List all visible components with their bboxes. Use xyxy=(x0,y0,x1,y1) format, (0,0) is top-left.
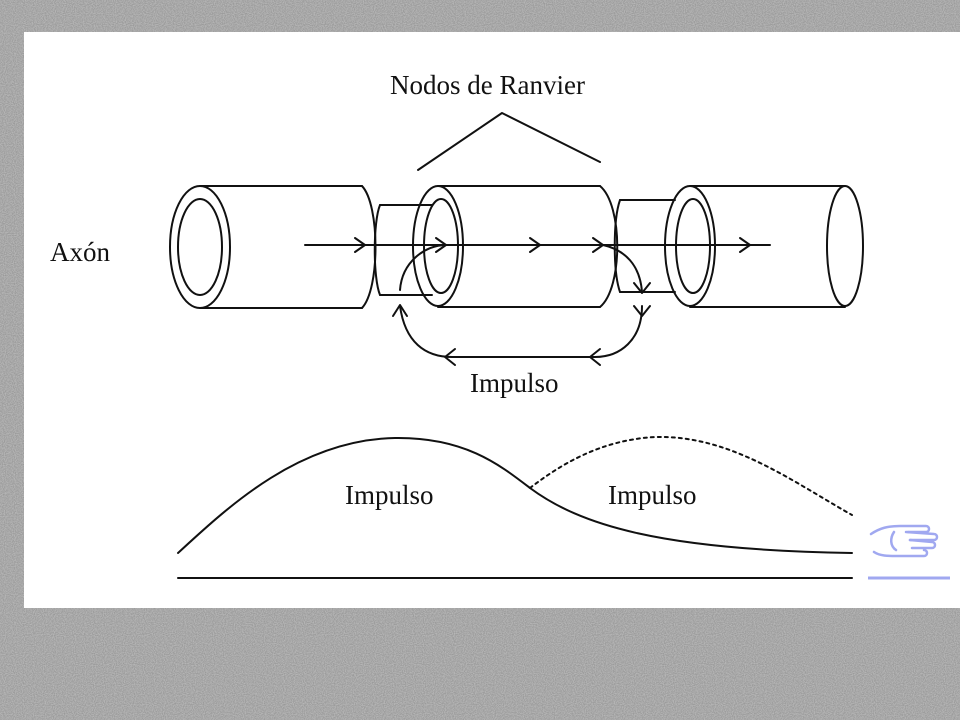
current-curve-node-1 xyxy=(399,244,447,291)
impulse-waveform xyxy=(177,435,853,579)
nodes-pointer-lines xyxy=(417,112,601,171)
impulse-wave-label-1: Impulso xyxy=(345,480,434,510)
nodes-of-ranvier-label: Nodos de Ranvier xyxy=(390,70,585,100)
impulse-wave-label-2: Impulso xyxy=(608,480,697,510)
impulse-return-loop xyxy=(392,304,651,366)
current-curve-node-2 xyxy=(602,244,643,293)
diagram-canvas: Nodos de Ranvier Axón Impulso Impulso Im… xyxy=(24,32,960,608)
next-slide-link[interactable] xyxy=(866,516,952,582)
axon-label: Axón xyxy=(50,237,110,267)
myelin-segment-1 xyxy=(169,185,377,309)
myelin-segment-3 xyxy=(664,185,864,308)
saltatory-conduction-diagram: Nodos de Ranvier Axón Impulso Impulso Im… xyxy=(50,70,864,579)
pointing-hand-icon xyxy=(868,524,950,580)
impulse-arrow-label: Impulso xyxy=(470,368,559,398)
